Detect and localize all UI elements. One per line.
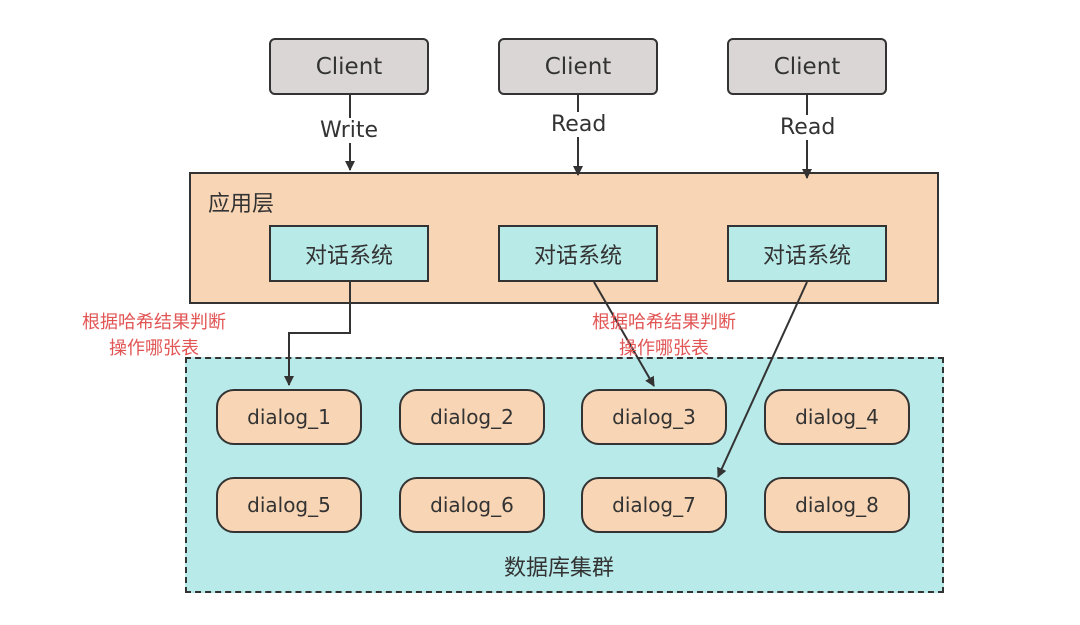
hash-routing-note-1-line-1: 根据哈希结果判断	[82, 312, 226, 333]
edge-label-read-1: Read	[549, 112, 609, 137]
edge-label-read-2: Read	[778, 115, 838, 140]
hash-routing-note-2-line-2: 操作哪张表	[619, 338, 709, 359]
dialog-table-2: dialog_2	[399, 389, 545, 445]
edge-label-write: Write	[318, 118, 381, 143]
dialog-table-5: dialog_5	[216, 477, 362, 533]
hash-routing-note-1: 根据哈希结果判断 操作哪张表	[64, 310, 244, 362]
dialog-service-2: 对话系统	[498, 225, 658, 282]
hash-routing-note-2-line-1: 根据哈希结果判断	[592, 312, 736, 333]
dialog-service-3: 对话系统	[727, 225, 887, 282]
db-cluster-title: 数据库集群	[504, 556, 615, 581]
dialog-table-3: dialog_3	[581, 389, 727, 445]
dialog-table-6: dialog_6	[399, 477, 545, 533]
client-box-3: Client	[727, 38, 887, 95]
dialog-table-1: dialog_1	[216, 389, 362, 445]
dialog-table-7: dialog_7	[581, 477, 727, 533]
hash-routing-note-2: 根据哈希结果判断 操作哪张表	[574, 310, 754, 362]
dialog-service-1: 对话系统	[269, 225, 429, 282]
client-box-1: Client	[269, 38, 429, 95]
dialog-table-8: dialog_8	[764, 477, 910, 533]
app-layer-title: 应用层	[208, 192, 275, 217]
dialog-table-4: dialog_4	[764, 389, 910, 445]
client-box-2: Client	[498, 38, 658, 95]
hash-routing-note-1-line-2: 操作哪张表	[109, 338, 199, 359]
